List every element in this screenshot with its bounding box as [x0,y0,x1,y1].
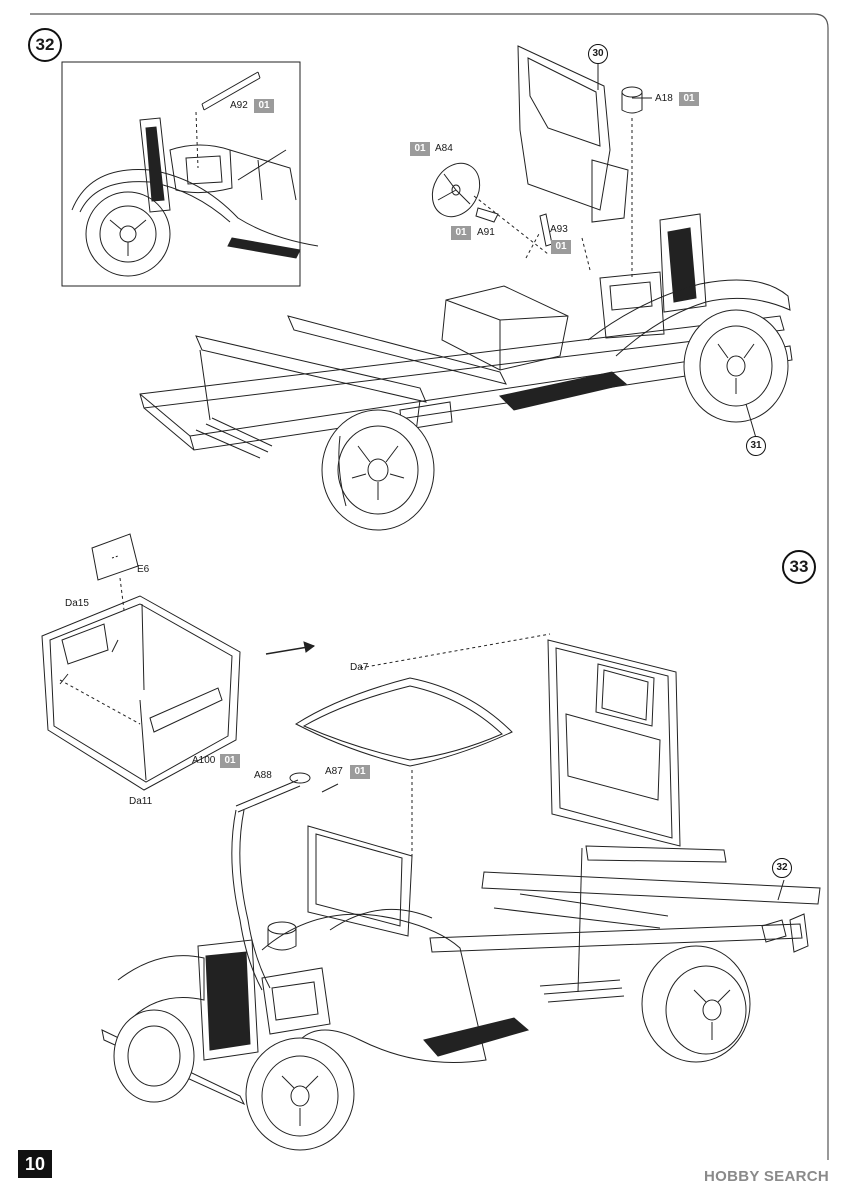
step-33-truck-assembly-drawing [101,633,821,1151]
part-label-a18: A18 [655,93,673,104]
step-32-detail-inset [61,61,319,287]
step-number-33: 33 [782,550,816,584]
part-badge-a18: 01 [679,92,699,106]
part-label-da15: Da15 [65,598,89,609]
step-32-chassis-drawing [139,45,793,531]
part-label-a92: A92 [230,100,248,111]
callout-32: 32 [772,858,792,878]
page-frame [30,13,829,1160]
part-badge-a91: 01 [451,226,471,240]
step-33-cab-shell-drawing [41,533,316,791]
part-label-a88: A88 [254,770,272,781]
part-badge-a84: 01 [410,142,430,156]
part-label-a84: A84 [435,143,453,154]
part-badge-a100: 01 [220,754,240,768]
part-label-e6: E6 [137,564,150,575]
step-number-32: 32 [28,28,62,62]
page-number: 10 [18,1150,52,1178]
part-label-a87: A87 [325,766,343,777]
part-label-a100: A100 [192,755,216,766]
callout-30: 30 [588,44,608,64]
part-label-a91: A91 [477,227,495,238]
part-label-da11: Da11 [129,796,153,807]
part-badge-a93: 01 [551,240,571,254]
watermark: HOBBY SEARCH [704,1168,830,1185]
callout-31: 31 [746,436,766,456]
part-label-da7: Da7 [350,662,369,673]
part-badge-a87: 01 [350,765,370,779]
part-label-a93: A93 [550,224,568,235]
part-badge-a92: 01 [254,99,274,113]
